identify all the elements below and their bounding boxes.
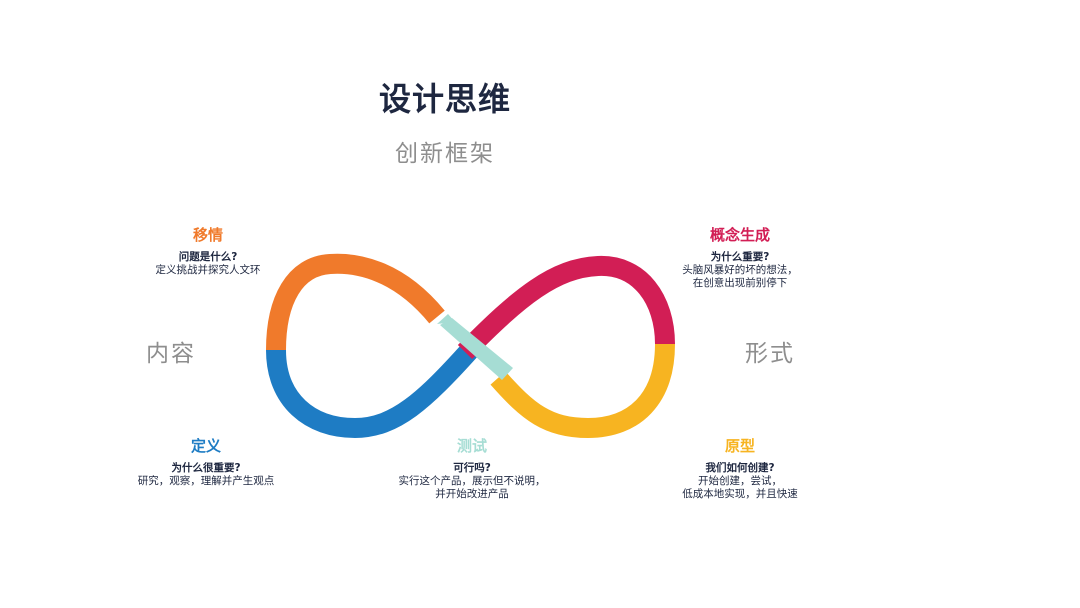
page-title: 设计思维 bbox=[378, 80, 511, 118]
stage-test-title: 测试 bbox=[456, 437, 487, 455]
stage-define: 定义 为什么很重要? 研究，观察，理解并产生观点 bbox=[96, 435, 316, 488]
stage-define-question: 为什么很重要? bbox=[171, 462, 241, 474]
loop-segment-prototype bbox=[490, 343, 675, 439]
stage-test-desc: 实行这个产品，展示但不说明， 并开始改进产品 bbox=[398, 475, 546, 500]
stage-prototype-desc: 开始创建，尝试， 低成本地实现，并且快速 bbox=[682, 475, 798, 500]
stage-empathize-title: 移情 bbox=[192, 226, 223, 244]
stage-prototype-title: 原型 bbox=[724, 437, 755, 455]
loop-segment-ideate bbox=[457, 255, 675, 360]
stage-prototype-question: 我们如何创建? bbox=[705, 462, 775, 474]
stage-define-desc: 研究，观察，理解并产生观点 bbox=[137, 475, 275, 487]
stage-ideate-title: 概念生成 bbox=[709, 226, 770, 244]
stage-test-question: 可行吗? bbox=[453, 462, 491, 474]
stage-empathize: 移情 问题是什么? 定义挑战并探究人文环 bbox=[98, 224, 318, 277]
stage-define-title: 定义 bbox=[190, 437, 221, 455]
page-subtitle: 创新框架 bbox=[395, 141, 495, 167]
stage-empathize-desc: 定义挑战并探究人文环 bbox=[155, 264, 261, 276]
side-label-right: 形式 bbox=[745, 341, 795, 367]
test-arrow-head bbox=[437, 314, 455, 324]
stage-ideate-question: 为什么重要? bbox=[710, 251, 770, 263]
loop-segment-define bbox=[266, 343, 478, 439]
side-label-left: 内容 bbox=[146, 341, 196, 367]
loop-segment-empathize bbox=[266, 253, 445, 351]
stage-ideate-desc: 头脑风暴好的坏的想法， 在创意出现前别停下 bbox=[682, 264, 798, 289]
loop-segment-test bbox=[440, 318, 513, 380]
stage-ideate: 概念生成 为什么重要? 头脑风暴好的坏的想法， 在创意出现前别停下 bbox=[630, 224, 850, 290]
stage-prototype: 原型 我们如何创建? 开始创建，尝试， 低成本地实现，并且快速 bbox=[630, 435, 850, 501]
stage-test: 测试 可行吗? 实行这个产品，展示但不说明， 并开始改进产品 bbox=[362, 435, 582, 501]
stage-empathize-question: 问题是什么? bbox=[178, 251, 238, 263]
